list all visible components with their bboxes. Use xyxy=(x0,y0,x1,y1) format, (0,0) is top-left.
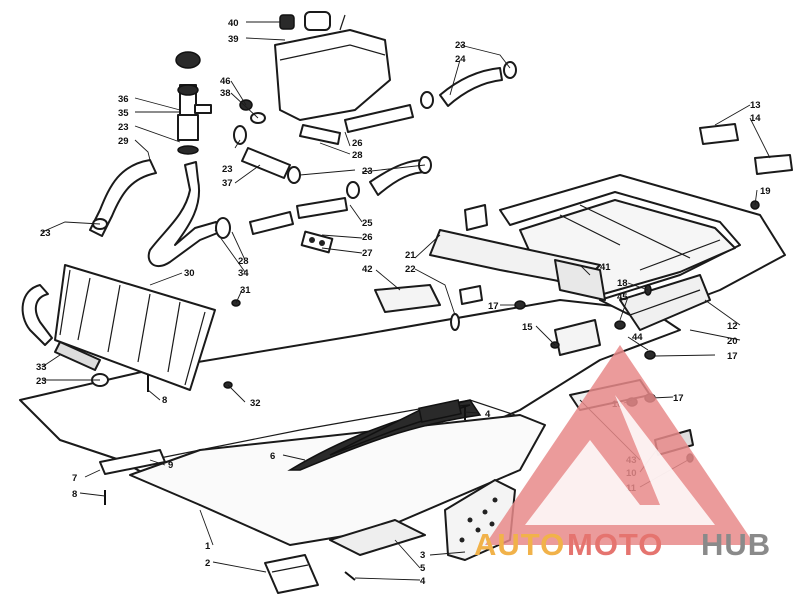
callout-18: 18 xyxy=(617,278,628,289)
callout-14: 14 xyxy=(750,113,761,124)
support-bracket xyxy=(374,284,483,313)
callout-19: 19 xyxy=(760,186,771,197)
watermark-word-hub: HUB xyxy=(701,527,771,562)
callout-41: 41 xyxy=(600,262,611,273)
callout-30: 30 xyxy=(184,268,195,279)
callout-3: 3 xyxy=(420,550,425,561)
callout-26: 26 xyxy=(352,138,363,149)
filler-neck xyxy=(175,51,212,155)
callout-23: 23 xyxy=(222,164,233,175)
hose-coupling xyxy=(300,230,334,254)
callout-13: 13 xyxy=(750,100,761,111)
callout-40: 40 xyxy=(228,18,239,29)
callout-7: 7 xyxy=(72,473,77,484)
callout-46: 46 xyxy=(220,76,231,87)
callout-17: 17 xyxy=(727,351,738,362)
callout-23: 23 xyxy=(455,40,466,51)
callout-27: 27 xyxy=(362,248,373,259)
callout-23: 23 xyxy=(36,376,47,387)
watermark-triangle-cutout xyxy=(525,395,715,525)
callout-15: 15 xyxy=(522,322,533,333)
callout-23: 23 xyxy=(362,166,373,177)
coolant-hoses xyxy=(21,67,503,371)
callout-42: 42 xyxy=(362,264,373,275)
callout-36: 36 xyxy=(118,94,129,105)
watermark-word-auto: AUTO xyxy=(474,527,565,562)
callout-28: 28 xyxy=(238,256,249,267)
callout-24: 24 xyxy=(455,54,466,65)
callout-5: 5 xyxy=(420,563,426,574)
decal-stripe xyxy=(287,399,482,471)
callout-17: 17 xyxy=(488,301,499,312)
radiator-panel xyxy=(54,264,216,391)
callout-23: 23 xyxy=(40,228,51,239)
callout-2: 2 xyxy=(205,558,210,569)
callout-39: 39 xyxy=(228,34,239,45)
callout-8: 8 xyxy=(162,395,167,406)
callout-23: 23 xyxy=(118,122,129,133)
leader-lines xyxy=(41,21,771,581)
callout-22: 22 xyxy=(405,264,416,275)
belly-pan xyxy=(19,299,681,546)
callout-12: 12 xyxy=(727,321,738,332)
callout-25: 25 xyxy=(362,218,373,229)
callout-6: 6 xyxy=(270,451,275,462)
callout-37: 37 xyxy=(222,178,233,189)
rubber-pad xyxy=(329,519,426,556)
callout-4: 4 xyxy=(420,576,426,587)
callout-31: 31 xyxy=(240,285,251,296)
mounting-plate xyxy=(264,554,319,594)
callout-8: 8 xyxy=(72,489,77,500)
callout-9: 9 xyxy=(168,460,173,471)
small-fittings xyxy=(239,99,266,124)
side-rail xyxy=(99,449,166,475)
watermark-logo: AUTO MOTO HUB xyxy=(474,345,771,562)
callout-33: 33 xyxy=(36,362,47,373)
callout-26: 26 xyxy=(362,232,373,243)
callout-45: 45 xyxy=(617,292,628,303)
callout-38: 38 xyxy=(220,88,231,99)
coolant-reservoir xyxy=(274,11,391,121)
callout-17: 17 xyxy=(673,393,684,404)
callout-34: 34 xyxy=(238,268,249,279)
callout-4: 4 xyxy=(485,409,491,420)
callout-1: 1 xyxy=(205,541,211,552)
callout-labels: 40 39 36 35 23 29 46 38 23 37 26 28 23 2… xyxy=(36,18,771,587)
callout-32: 32 xyxy=(250,398,261,409)
reflector-decals xyxy=(699,123,793,175)
callout-44: 44 xyxy=(632,332,643,343)
callout-35: 35 xyxy=(118,108,129,119)
callout-28: 28 xyxy=(352,150,363,161)
callout-21: 21 xyxy=(405,250,416,261)
callout-20: 20 xyxy=(727,336,738,347)
callout-29: 29 xyxy=(118,136,129,147)
tunnel-bracket xyxy=(429,204,606,301)
watermark-word-moto: MOTO xyxy=(567,527,663,562)
